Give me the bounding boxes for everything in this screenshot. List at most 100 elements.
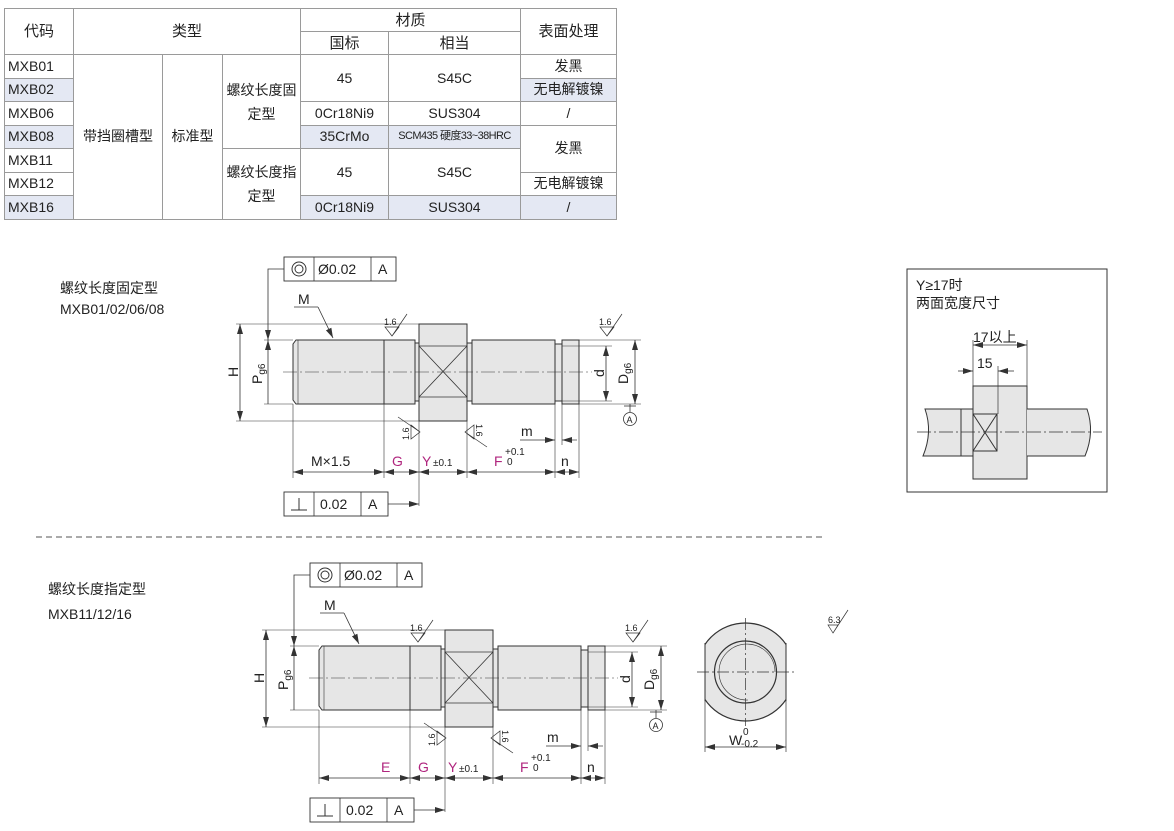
code-cell: MXB16: [4, 195, 74, 220]
F-tolerance-upper: +0.1: [505, 447, 525, 458]
n-label: n: [561, 453, 569, 469]
surface-cell: 发黑: [520, 54, 617, 79]
gb-cell: 45: [300, 54, 389, 102]
fcf-concentricity: [283, 256, 397, 282]
roughness-value: 1.6: [500, 730, 510, 743]
F-label: F: [520, 759, 529, 775]
specification-table: 代码 类型 材质 表面处理 国标 相当 MXB01 带挡圈槽型 标准型 螺纹长度…: [4, 8, 617, 220]
D-text: D: [615, 374, 631, 384]
table-row: MXB02 无电解镀镍: [4, 77, 617, 102]
roughness-value: 1.6: [401, 427, 411, 440]
roughness-value: 1.6: [599, 317, 612, 327]
hex-section: [418, 323, 468, 422]
header-surface: 表面处理: [520, 8, 617, 55]
table-row: MXB11 螺纹长度指定型 45 S45C: [4, 148, 617, 220]
end-view-W-upper: 0: [743, 727, 749, 738]
surface-roughness-symbol: 1.6: [599, 313, 623, 337]
code-cell: MXB12: [4, 171, 74, 196]
roughness-value: 1.6: [384, 317, 397, 327]
surface-cell: 无电解镀镍: [520, 77, 617, 102]
subtype-cell: 标准型: [162, 54, 223, 220]
D-label: Dg6: [615, 362, 634, 384]
concentricity-icon: [291, 261, 307, 277]
roughness-value: 1.6: [427, 733, 437, 746]
P-label: Pg6: [275, 669, 294, 690]
P-label: Pg6: [249, 363, 268, 384]
code-cell: MXB08: [4, 124, 74, 149]
code-cell: MXB06: [4, 101, 74, 126]
F-tolerance-lower: 0: [533, 763, 539, 774]
table-row: MXB06 0Cr18Ni9 SUS304 /: [4, 101, 617, 126]
surface-roughness-symbol: 1.6: [490, 730, 514, 754]
gb-cell: 0Cr18Ni9: [300, 195, 389, 220]
fcf-top-tolerance: Ø0.02: [318, 261, 356, 277]
inset-dim-inner: 15: [977, 355, 993, 371]
H-label: H: [251, 673, 267, 683]
equivalent-cell: S45C: [388, 148, 521, 196]
datum-circle: [649, 718, 663, 732]
equivalent-cell: SUS304: [388, 101, 521, 126]
header-equivalent: 相当: [388, 31, 521, 55]
G-label: G: [418, 759, 429, 775]
F-label: F: [494, 453, 503, 469]
inset-dim-outer: 17以上: [973, 329, 1017, 345]
concentricity-icon: [317, 567, 333, 583]
table-row: MXB01 带挡圈槽型 标准型 螺纹长度固定型 45 S45C 发黑: [4, 54, 617, 220]
table-row: MXB16 0Cr18Ni9 SUS304 /: [4, 195, 617, 220]
thread-fixed-cell: 螺纹长度固定型: [222, 54, 301, 149]
hex-section: [444, 629, 494, 728]
surface-roughness-symbol: 1.6: [397, 416, 421, 440]
fcf-top-tolerance: Ø0.02: [344, 567, 382, 583]
datum-label: A: [627, 415, 633, 425]
D-subscript: g6: [623, 362, 634, 374]
Y-tolerance: ±0.1: [459, 764, 479, 775]
line: [444, 651, 494, 704]
thread-specified-cell: 螺纹长度指定型: [222, 148, 301, 220]
end-view-roughness: 6.3: [828, 615, 841, 625]
fcf-bottom-datum: A: [368, 496, 378, 512]
fcf-leader: [291, 574, 310, 646]
fcf-leader: [265, 268, 284, 340]
code-cell: MXB01: [4, 54, 74, 79]
retaining-groove: [580, 649, 589, 708]
roughness-value: 1.6: [625, 623, 638, 633]
inset-line2: 两面宽度尺寸: [916, 295, 1000, 311]
P-text: P: [249, 375, 265, 384]
F-tolerance-lower: 0: [507, 457, 513, 468]
roughness-value: 1.6: [410, 623, 423, 633]
m-label: m: [547, 729, 559, 745]
surface-roughness-symbol: 1.6: [384, 313, 408, 337]
D-text: D: [641, 680, 657, 690]
n-label: n: [587, 759, 595, 775]
surface-roughness-symbol: 1.6: [423, 722, 447, 746]
gb-cell: 35CrMo: [300, 124, 389, 149]
table-row: MXB12 无电解镀镍: [4, 171, 617, 196]
fcf-bottom-tolerance: 0.02: [320, 496, 347, 512]
datum-circle: [623, 412, 637, 426]
Y-tolerance: ±0.1: [433, 458, 453, 469]
m-label: m: [521, 423, 533, 439]
M-label: M: [324, 597, 336, 613]
end-view-W-lower: -0.2: [741, 739, 759, 750]
drawing1-models: MXB01/02/06/08: [60, 301, 165, 317]
table-row: MXB08 35CrMo SCM435 硬度33~38HRC 发黑: [4, 124, 617, 173]
code-cell: MXB02: [4, 77, 74, 102]
G-label: G: [392, 453, 403, 469]
Y-label: Y: [448, 759, 458, 775]
line: [418, 345, 468, 398]
M-label: M: [298, 291, 310, 307]
end-view: [697, 609, 849, 752]
F-tolerance-upper: +0.1: [531, 753, 551, 764]
surface-cell: /: [520, 195, 617, 220]
datum-label: A: [653, 721, 659, 731]
line: [343, 612, 360, 645]
surface-roughness-symbol: 1.6: [625, 619, 649, 643]
retaining-groove: [554, 343, 563, 402]
D-label: Dg6: [641, 668, 660, 690]
H-label: H: [225, 367, 241, 377]
drawing2-title: 螺纹长度指定型: [48, 581, 146, 597]
surface-roughness-symbol: 1.6: [410, 619, 434, 643]
header-gb: 国标: [300, 31, 389, 55]
wrench-flat-inset: [906, 268, 1108, 493]
